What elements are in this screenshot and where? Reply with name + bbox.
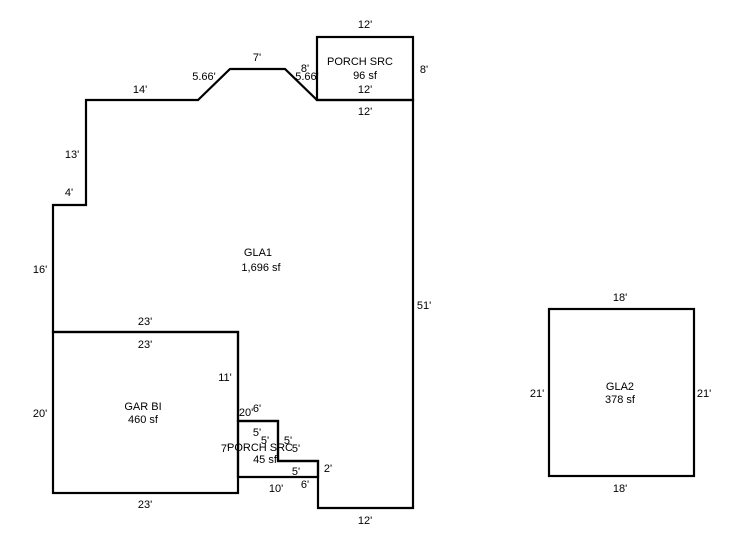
garage-name: GAR BI	[124, 401, 161, 413]
porch-small-outline	[236, 419, 320, 479]
gla1-area: 1,696 sf	[241, 262, 281, 274]
gla1-dim-step-top: 4'	[65, 187, 73, 199]
porch-small-dim-top: 6'	[253, 403, 261, 415]
garage-dim-top-outer: 23'	[138, 316, 152, 328]
gla2-area: 378 sf	[605, 394, 636, 406]
gla1-dim-right: 51'	[417, 300, 431, 312]
porch-small-dim-step: 5'	[292, 466, 300, 478]
porch-top-dim-right: 8'	[420, 64, 428, 76]
gla2-dim-left: 21'	[530, 388, 544, 400]
garage-dim-left: 20'	[33, 408, 47, 420]
gla2-name: GLA2	[606, 381, 634, 393]
porch-small-dim-left-label: 20'	[239, 407, 253, 419]
gla2-dim-right: 21'	[697, 388, 711, 400]
gla1-dim-diag-left: 5.66'	[192, 71, 216, 83]
porch-small-dim-bottom-step: 6'	[301, 479, 309, 491]
gla1-dim-bottom: 12'	[358, 515, 372, 527]
gla1-name: GLA1	[244, 247, 272, 259]
porch-top-name: PORCH SRC	[327, 56, 393, 68]
porch-small-dim-inner-left: 5'	[253, 427, 261, 439]
porch-small-dim-inner-mid: 5'	[261, 435, 269, 447]
porch-small-dim-step-right: 2'	[324, 463, 332, 475]
garage-outline	[51, 330, 240, 495]
gla1-dim-top-mid: 7'	[253, 52, 261, 64]
gla1-dim-porch-bottom-outer: 12'	[358, 106, 372, 118]
porch-top-area: 96 sf	[353, 70, 378, 82]
porch-top-outline	[315, 35, 415, 102]
porch-small-dim-bottom: 10'	[269, 483, 283, 495]
gla2-dim-top: 18'	[613, 292, 627, 304]
porch-small-dim-right-b: 5'	[292, 443, 300, 455]
gla1-dim-porch-side: 8'	[301, 63, 309, 75]
porch-small-name: PORCH SRC	[227, 442, 293, 454]
garage-dim-bottom: 23'	[138, 499, 152, 511]
garage-dim-top-inner: 23'	[138, 339, 152, 351]
gla2-outline	[547, 307, 696, 478]
porch-small-area: 45 sf	[253, 454, 278, 466]
garage-dim-right: 11'	[218, 372, 232, 384]
garage-area: 460 sf	[128, 414, 159, 426]
porch-small-dim-right-a: 5'	[284, 435, 292, 447]
porch-top-dim-bottom: 12'	[358, 84, 372, 96]
gla1-dim-diag-right: 5.66'	[295, 71, 319, 83]
gla1-dim-top-left: 14'	[133, 84, 147, 96]
gla1-dim-left-upper: 13'	[65, 149, 79, 161]
gla1-dim-left-mid: 16'	[33, 264, 47, 276]
porch-top-dim-top: 12'	[358, 19, 372, 31]
gla2-dim-bottom: 18'	[613, 483, 627, 495]
porch-small-dim-side: 7'	[221, 443, 229, 455]
